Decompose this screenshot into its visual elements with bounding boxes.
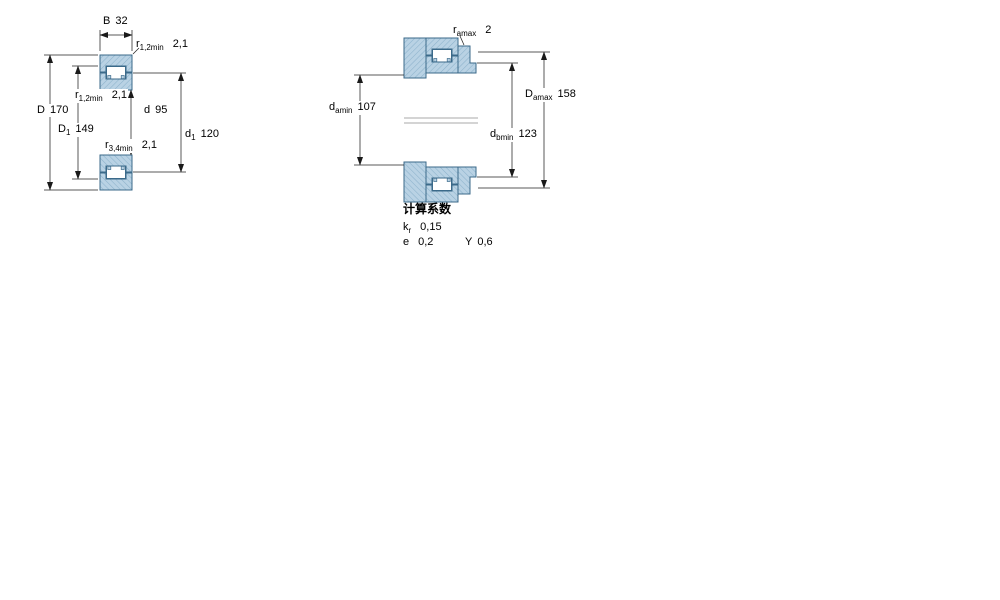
dimension-r12-top-value: 2,1 — [172, 38, 188, 50]
dimension-D-label: D 170 — [36, 104, 70, 117]
calculation-factors-title-text: 计算系数 — [403, 202, 452, 216]
factor-e-label: e 0,2 — [402, 236, 434, 249]
dimension-d1-subscript: 1 — [191, 133, 196, 143]
factor-kr-label: kr 0,15 — [402, 221, 443, 235]
dimension-r34-subscript: 3,4min — [108, 144, 133, 154]
dimension-d1-value: 120 — [200, 128, 219, 140]
dimension-d1-label: d1 120 — [184, 128, 220, 142]
factor-Y-value: 0,6 — [477, 236, 493, 248]
calculation-factors-title: 计算系数 — [402, 203, 452, 216]
dimension-da-subscript: amin — [335, 106, 353, 116]
dimension-d-symbol: d — [144, 104, 151, 116]
factor-kr-subscript: r — [408, 226, 412, 236]
left-section-view — [44, 30, 186, 191]
right-mounting-view — [354, 35, 550, 202]
dimension-d-value: 95 — [155, 104, 168, 116]
dimension-D1-symbol: D — [58, 123, 66, 135]
dimension-r34-value: 2,1 — [141, 139, 157, 151]
factor-Y-label: Y 0,6 — [464, 236, 494, 249]
dimension-d-label: d 95 — [143, 104, 168, 117]
dimension-B-label: B 32 — [102, 15, 129, 28]
dimension-ra-value: 2 — [485, 24, 492, 36]
dimension-d1-symbol: d — [185, 128, 192, 140]
dimension-r12-top-symbol: r — [136, 38, 140, 50]
dimension-Da-value: 158 — [557, 88, 576, 100]
dimension-B-symbol: B — [103, 15, 111, 27]
factor-e-value: 0,2 — [418, 236, 434, 248]
dimension-D-value: 170 — [49, 104, 69, 116]
dimension-Da-label: Damax 158 — [524, 88, 577, 103]
factor-e-symbol: e — [403, 236, 410, 248]
dimension-B-value: 32 — [115, 15, 128, 27]
factor-kr-value: 0,15 — [420, 221, 442, 233]
factor-kr-symbol: k — [403, 221, 409, 233]
dimension-D1-label: D1 149 — [57, 123, 95, 138]
dimension-ra-subscript: amax — [456, 29, 477, 39]
dimension-r12-mid-value: 2,1 — [111, 89, 127, 101]
dimension-db-label: dbmin 123 — [489, 128, 538, 143]
dimension-r12-mid-subscript: 1,2min — [78, 94, 103, 104]
factor-Y-symbol: Y — [465, 236, 473, 248]
dimension-Da-symbol: D — [525, 88, 533, 100]
dimension-da-symbol: d — [329, 101, 336, 113]
dimension-D-symbol: D — [37, 104, 45, 116]
dimension-da-value: 107 — [357, 101, 376, 113]
dimension-r12-top-subscript: 1,2min — [139, 43, 164, 53]
dimension-D1-subscript: 1 — [65, 128, 71, 138]
dimension-db-symbol: d — [490, 128, 497, 140]
dimension-r34-symbol: r — [105, 139, 109, 151]
dimension-db-subscript: bmin — [496, 133, 514, 143]
dimension-r12-top-label: r1,2min 2,1 — [135, 38, 189, 52]
dimension-ra-symbol: r — [453, 24, 457, 36]
dimension-r34-label: r3,4min 2,1 — [104, 139, 158, 154]
dimension-Da-subscript: amax — [532, 93, 553, 103]
dimension-r12-mid-label: r1,2min 2,1 — [74, 89, 128, 104]
dimension-ra-label: ramax 2 — [452, 24, 492, 38]
dimension-D1-value: 149 — [75, 123, 94, 135]
dimension-db-value: 123 — [518, 128, 537, 140]
dimension-da-label: damin 107 — [328, 101, 377, 116]
dimension-r12-mid-symbol: r — [75, 89, 79, 101]
